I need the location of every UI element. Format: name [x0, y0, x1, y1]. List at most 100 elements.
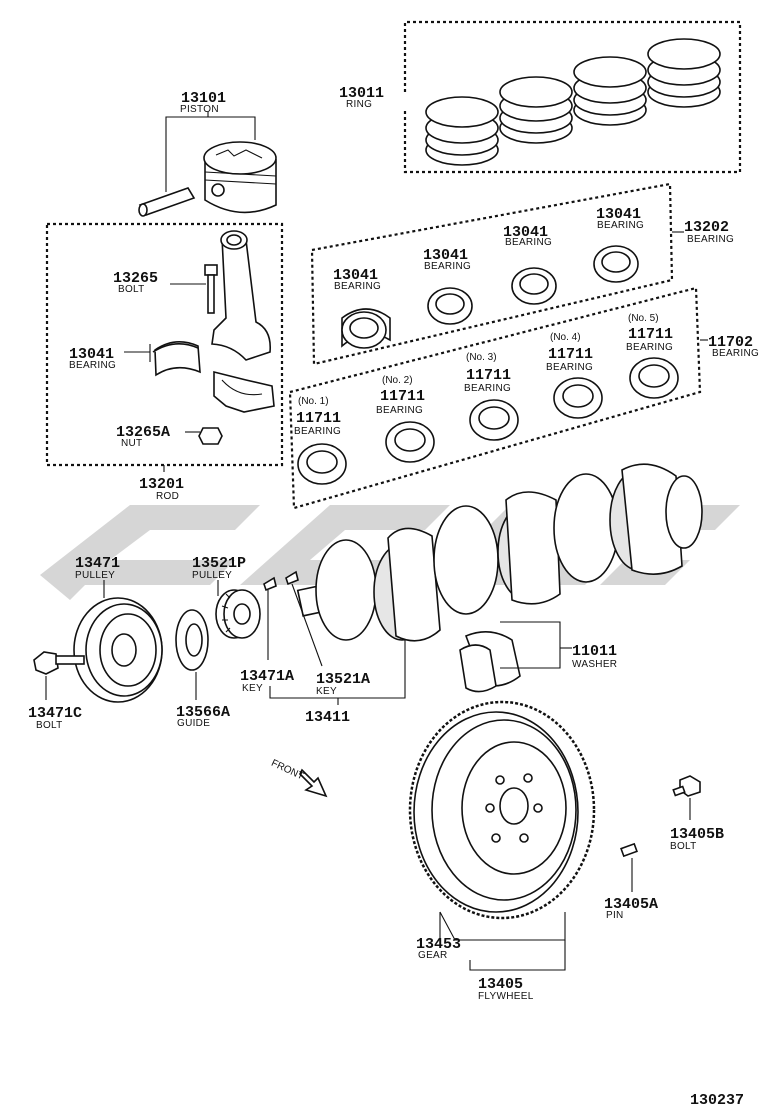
crank-pulley[interactable] [73, 597, 163, 703]
rod-bearing-d-code: 13041 [596, 206, 641, 223]
rod-name: ROD [156, 491, 179, 502]
flywheel-code: 13405 [478, 976, 523, 993]
front-arrow-icon: FRONT [269, 758, 328, 798]
rod-bearing-a[interactable] [341, 308, 391, 349]
main-bearing-no1[interactable] [297, 443, 347, 485]
rod-bolt-code: 13265 [113, 270, 158, 287]
main-no1-code: 11711 [296, 410, 341, 427]
main-no4-pos: (No. 4) [550, 332, 581, 343]
rod-bearing-a-code: 13041 [333, 267, 378, 284]
main-bearing-no4[interactable] [553, 377, 603, 419]
rod-bearing-c-code: 13041 [503, 224, 548, 241]
pulley-bolt[interactable] [33, 651, 85, 675]
piston-ring-set-1[interactable] [425, 96, 499, 166]
rod-bearing-insert[interactable] [152, 341, 201, 377]
main-bearing-no3[interactable] [469, 399, 519, 441]
ring-name: RING [346, 99, 372, 110]
rod-bearing-d-name: BEARING [597, 220, 644, 231]
main-no3-pos: (No. 3) [466, 352, 497, 363]
timing-pulley-name: PULLEY [192, 570, 232, 581]
piston-code: 13101 [181, 90, 226, 107]
main-bearing-no2[interactable] [385, 421, 435, 463]
rod-bearing-code: 13041 [69, 346, 114, 363]
crankshaft[interactable] [296, 463, 703, 642]
rod-bearing-a-name: BEARING [334, 281, 381, 292]
timing-pulley[interactable] [215, 589, 261, 639]
rod-bearing-name: BEARING [69, 360, 116, 371]
rod-bearing-set: 13202 BEARING 13041 BEARING 13041 BEARIN… [310, 182, 734, 366]
main-no5-name: BEARING [626, 342, 673, 353]
rod-nut[interactable] [198, 427, 223, 445]
main-no4-code: 11711 [548, 346, 593, 363]
rod-bearing-c[interactable] [511, 267, 557, 305]
key-a[interactable] [263, 576, 277, 592]
key-b-code: 13521A [316, 671, 370, 688]
crankshaft-code: 13411 [305, 709, 350, 726]
thrust-washer[interactable] [459, 631, 521, 693]
guide-plate[interactable] [175, 609, 209, 671]
ring-gear-code: 13453 [416, 936, 461, 953]
flywheel-name: FLYWHEEL [478, 991, 534, 1002]
flywheel-pin-code: 13405A [604, 896, 658, 913]
main-bearing-set-code: 11702 [708, 334, 753, 351]
key-b-name: KEY [316, 686, 337, 697]
main-bearing-set-name: BEARING [712, 348, 759, 359]
piston-part[interactable] [203, 141, 277, 214]
main-no3-name: BEARING [464, 383, 511, 394]
piston-pin[interactable] [138, 187, 196, 217]
flywheel-bolt[interactable] [672, 775, 701, 797]
flywheel-bolt-code: 13405B [670, 826, 724, 843]
main-no3-code: 11711 [466, 367, 511, 384]
washer-code: 11011 [572, 643, 617, 660]
connecting-rod[interactable] [211, 230, 275, 413]
rod-code: 13201 [139, 476, 184, 493]
flywheel-pin-name: PIN [606, 910, 624, 921]
ring-code: 13011 [339, 85, 384, 102]
main-no1-name: BEARING [294, 426, 341, 437]
rod-bearing-c-name: BEARING [505, 237, 552, 248]
piston-group: 13101 PISTON [138, 90, 277, 217]
crankshaft-label: 13411 [269, 640, 406, 726]
ring-group: 13011 RING [339, 20, 742, 174]
rod-bolt-name: BOLT [118, 284, 145, 295]
main-bearing-no5[interactable] [629, 357, 679, 399]
ring-gear-name: GEAR [418, 950, 448, 961]
main-no4-name: BEARING [546, 362, 593, 373]
flywheel-bolt-name: BOLT [670, 841, 697, 852]
rod-bearing-b-name: BEARING [424, 261, 471, 272]
rod-nut-code: 13265A [116, 424, 170, 441]
pulley-bolt-code: 13471C [28, 705, 82, 722]
main-no2-code: 11711 [380, 388, 425, 405]
bearing-set-name: BEARING [687, 234, 734, 245]
pulley-bolt-name: BOLT [36, 720, 63, 731]
rod-bolt[interactable] [204, 264, 218, 314]
flywheel-pin[interactable] [620, 842, 638, 858]
main-no2-pos: (No. 2) [382, 375, 413, 386]
key-a-code: 13471A [240, 668, 294, 685]
pulley-code: 13471 [75, 555, 120, 572]
main-no5-pos: (No. 5) [628, 313, 659, 324]
figure-number: 130237 [690, 1092, 744, 1109]
piston-ring-set-4[interactable] [647, 38, 721, 108]
key-a-name: KEY [242, 683, 263, 694]
key-b[interactable] [285, 570, 299, 586]
guide-name: GUIDE [177, 718, 210, 729]
rod-bearing-d[interactable] [593, 245, 639, 283]
rod-group: 13265 BOLT 13041 BEARING 13265A NUT 1320… [45, 222, 284, 502]
rod-bearing-b[interactable] [427, 287, 473, 325]
main-no2-name: BEARING [376, 405, 423, 416]
guide-code: 13566A [176, 704, 230, 721]
piston-ring-set-3[interactable] [573, 56, 647, 126]
main-no1-pos: (No. 1) [298, 396, 329, 407]
main-bearing-set: 11702 BEARING (No. 1) 11711 BEARING (No.… [288, 286, 759, 510]
timing-pulley-code: 13521P [192, 555, 246, 572]
front-label: FRONT [269, 758, 305, 783]
rod-nut-name: NUT [121, 438, 142, 449]
bearing-set-code: 13202 [684, 219, 729, 236]
flywheel-part[interactable] [408, 700, 596, 920]
rod-bearing-b-code: 13041 [423, 247, 468, 264]
piston-ring-set-2[interactable] [499, 76, 573, 144]
main-no5-code: 11711 [628, 326, 673, 343]
pulley-name: PULLEY [75, 570, 115, 581]
